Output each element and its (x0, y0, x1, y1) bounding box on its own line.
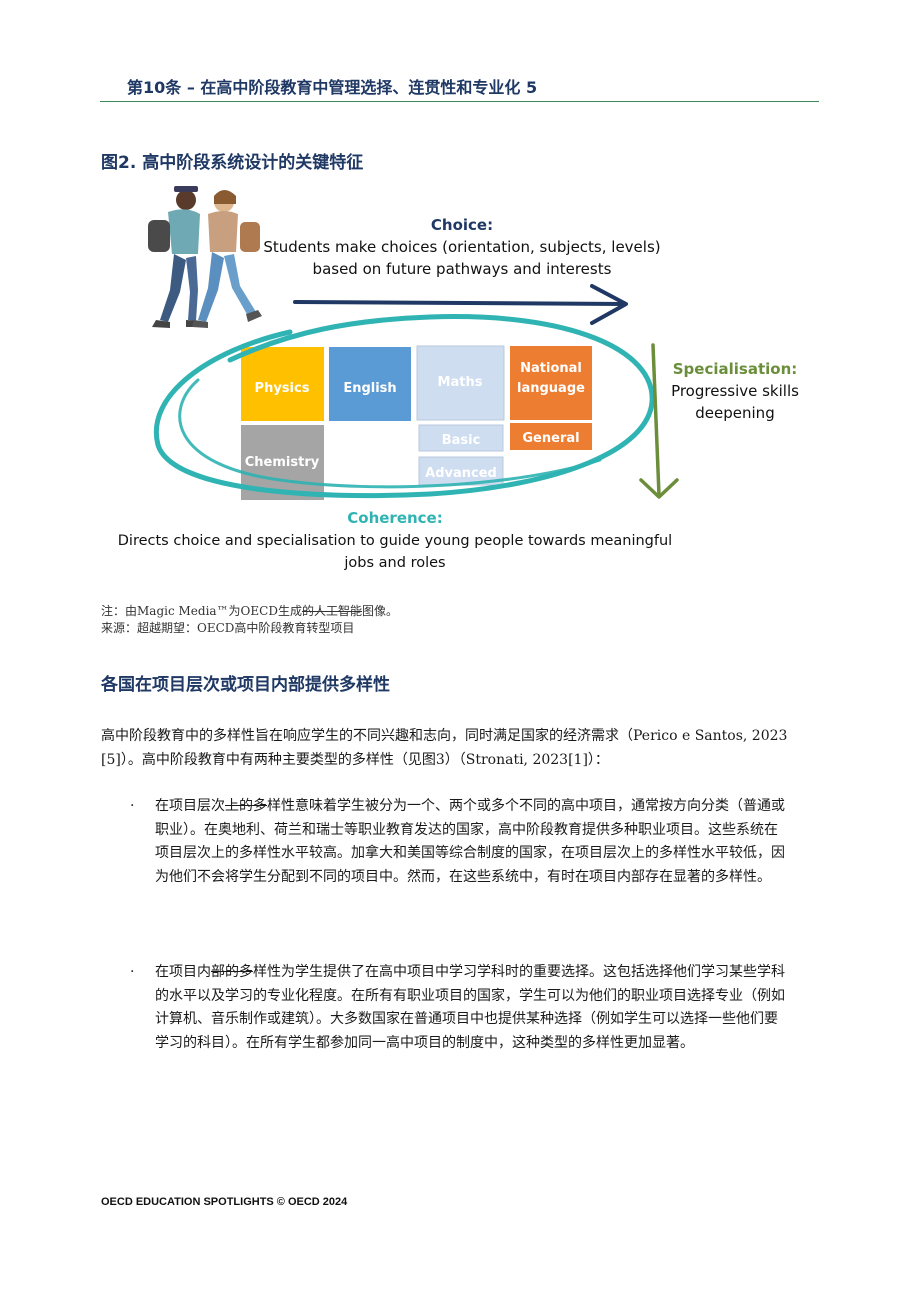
choice-line1: Students make choices (orientation, subj… (263, 238, 660, 256)
note-line1-prefix: 注：由Magic Media™为OECD生成 (101, 604, 302, 618)
box-general (510, 423, 592, 450)
box-physics-label: Physics (255, 381, 310, 396)
box-basic (418, 424, 504, 452)
bullet-item-2: · 在项目内部的多样性为学生提供了在高中项目中学习学科时的重要选择。这包括选择他… (130, 961, 790, 1055)
choice-line2: based on future pathways and interests (313, 260, 612, 278)
header-divider (100, 101, 819, 102)
box-general-label: General (522, 431, 579, 446)
bullet-item-1: · 在项目层次上的多样性意味着学生被分为一个、两个或多个不同的高中项目，通常按方… (130, 795, 790, 889)
section-heading: 各国在项目层次或项目内部提供多样性 (101, 675, 390, 695)
box-maths-label: Maths (438, 375, 483, 390)
specialisation-line1: Progressive skills (671, 382, 799, 400)
box-physics (241, 347, 324, 421)
box-english-label: English (343, 381, 396, 396)
note-line1-struck: 的人工智能 (301, 604, 362, 618)
box-maths (416, 345, 505, 421)
bullet-struck: 部的多 (211, 964, 253, 980)
bullet-prefix: 在项目内 (155, 964, 211, 980)
bullet-rest: 样性为学生提供了在高中项目中学习学科时的重要选择。这包括选择他们学习某些学科的水… (155, 964, 785, 1051)
intro-paragraph: 高中阶段教育中的多样性旨在响应学生的不同兴趣和志向，同时满足国家的经济需求（Pe… (101, 728, 788, 768)
diagram-svg: Choice: Students make choices (orientati… (118, 186, 799, 571)
subject-boxes: Physics English Maths National language … (241, 345, 592, 500)
figure-title: 图2. 高中阶段系统设计的关键特征 (101, 153, 364, 173)
choice-arrowhead (590, 284, 628, 325)
choice-arrow (293, 300, 627, 306)
note-line1: 注：由Magic Media™为OECD生成的人工智能图像。 (101, 603, 398, 620)
bullet-struck: 上的多 (225, 798, 267, 814)
coherence-line2: jobs and roles (343, 555, 445, 571)
bullet-marker: · (130, 798, 135, 814)
box-chemistry-label: Chemistry (245, 455, 320, 470)
bullet-rest: 样性意味着学生被分为一个、两个或多个不同的高中项目，通常按方向分类（普通或职业）… (155, 798, 785, 885)
bullet-text: 在项目内部的多样性为学生提供了在高中项目中学习学科时的重要选择。这包括选择他们学… (155, 961, 790, 1055)
page-header-title: 第10条 – 在高中阶段教育中管理选择、连贯性和专业化 5 (127, 78, 538, 97)
coherence-loop-inner (178, 378, 602, 489)
specialisation-title: Specialisation: (673, 360, 798, 378)
box-national-line2: language (517, 381, 585, 396)
bullet-text: 在项目层次上的多样性意味着学生被分为一个、两个或多个不同的高中项目，通常按方向分… (155, 795, 790, 889)
figure-diagram: Choice: Students make choices (orientati… (100, 180, 820, 580)
bullet-marker: · (130, 964, 135, 980)
figure-note: 注：由Magic Media™为OECD生成的人工智能图像。 来源：超越期望：O… (101, 603, 398, 637)
box-advanced-label: Advanced (425, 466, 497, 481)
coherence-title: Coherence: (347, 509, 442, 527)
box-basic-label: Basic (442, 433, 481, 448)
choice-title: Choice: (431, 216, 493, 234)
specialisation-line2: deepening (695, 404, 774, 422)
specialisation-arrow (651, 343, 661, 497)
students-illustration (148, 186, 262, 328)
note-line1-suffix: 图像。 (361, 604, 398, 618)
specialisation-arrowhead (639, 478, 679, 499)
bullet-prefix: 在项目层次 (155, 798, 225, 814)
coherence-line1: Directs choice and specialisation to gui… (118, 533, 672, 549)
box-national-line1: National (520, 361, 582, 376)
box-national-language (510, 346, 592, 420)
box-english (329, 347, 411, 421)
page-footer: OECD EDUCATION SPOTLIGHTS © OECD 2024 (101, 1196, 348, 1208)
note-line2: 来源：超越期望：OECD高中阶段教育转型项目 (101, 621, 355, 635)
